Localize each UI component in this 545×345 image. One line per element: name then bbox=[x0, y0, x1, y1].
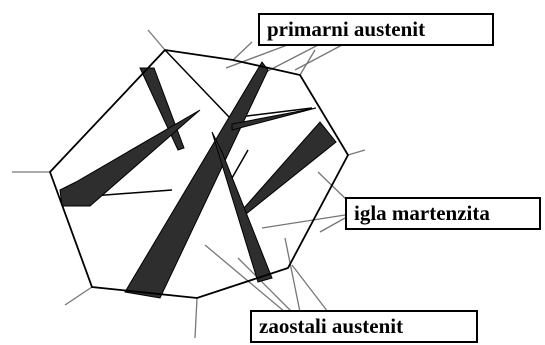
label-primary-austenite: primarni austenit bbox=[258, 13, 494, 46]
label-martensite-needle: igla martenzita bbox=[345, 197, 541, 230]
martensite-needles bbox=[60, 62, 336, 298]
leader-retained-4 bbox=[292, 265, 328, 312]
label-retained-austenite: zaostali austenit bbox=[250, 310, 478, 343]
needle-right-wedge bbox=[244, 122, 336, 214]
leader-retained-1 bbox=[205, 245, 285, 312]
leader-needle-2 bbox=[262, 215, 345, 228]
needle-long-diagonal bbox=[125, 62, 268, 298]
needle-left-horizontal bbox=[60, 110, 200, 206]
needle-lower-center bbox=[212, 132, 272, 282]
leader-primary-2 bbox=[260, 44, 320, 75]
